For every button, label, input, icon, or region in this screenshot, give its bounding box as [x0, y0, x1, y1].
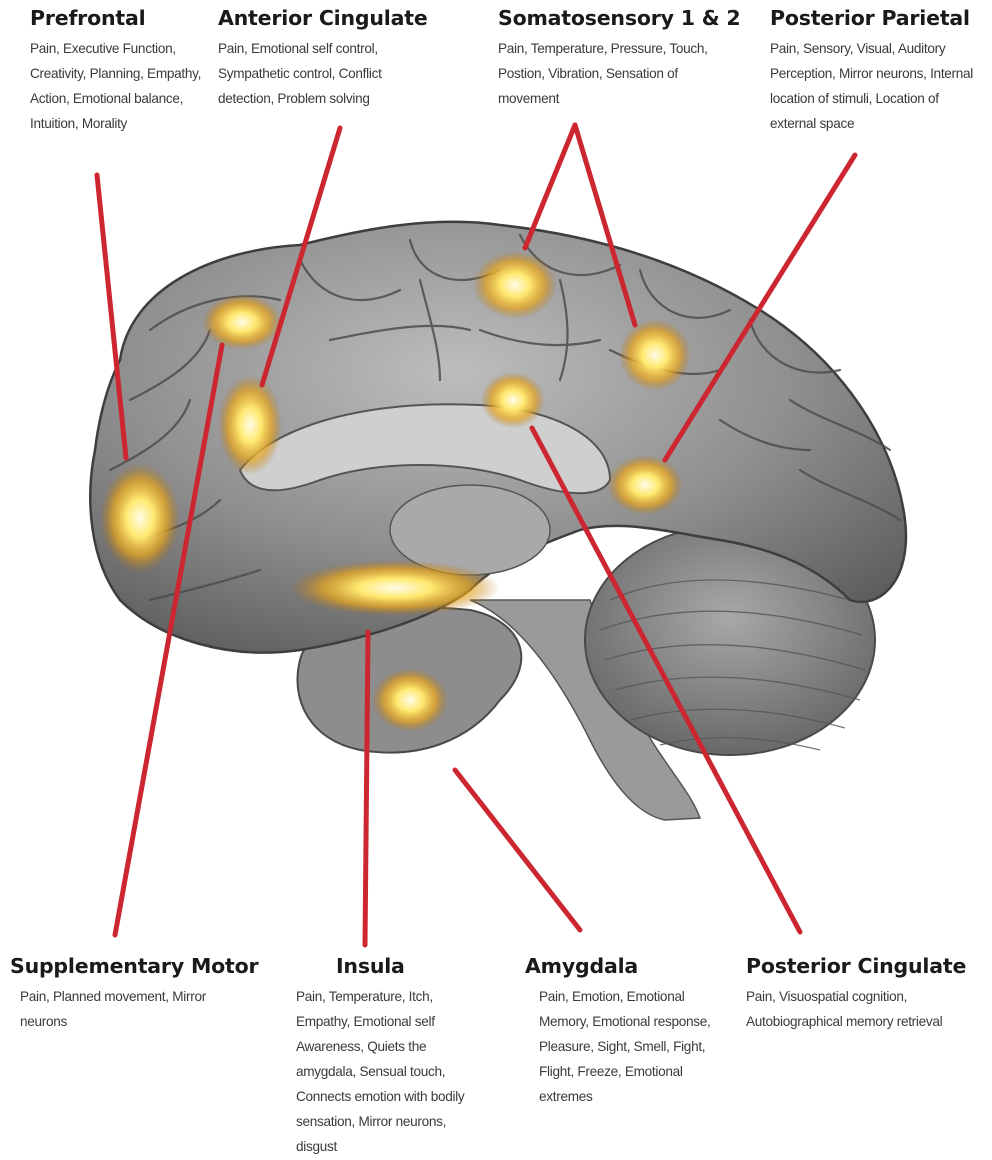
region-insula: Insula Pain, Temperature, Itch, Empathy,…	[290, 954, 480, 1159]
region-description: Pain, Executive Function, Creativity, Pl…	[30, 36, 210, 136]
region-description: Pain, Emotional self control, Sympatheti…	[218, 36, 430, 111]
region-posterior-parietal: Posterior Parietal Pain, Sensory, Visual…	[770, 6, 988, 136]
region-title: Supplementary Motor	[10, 954, 278, 978]
region-amygdala: Amygdala Pain, Emotion, Emotional Memory…	[525, 954, 730, 1109]
region-somatosensory: Somatosensory 1 & 2 Pain, Temperature, P…	[498, 6, 738, 111]
pointer-line-insula	[365, 632, 368, 945]
region-description: Pain, Temperature, Pressure, Touch, Post…	[498, 36, 713, 111]
region-title: Posterior Parietal	[770, 6, 988, 30]
region-description: Pain, Temperature, Itch, Empathy, Emotio…	[296, 984, 480, 1159]
region-title: Somatosensory 1 & 2	[498, 6, 738, 30]
region-title: Prefrontal	[30, 6, 210, 30]
region-title: Posterior Cingulate	[746, 954, 992, 978]
region-description: Pain, Emotion, Emotional Memory, Emotion…	[539, 984, 727, 1109]
pointer-line-amygdala	[455, 770, 580, 930]
region-posterior-cingulate: Posterior Cingulate Pain, Visuospatial c…	[746, 954, 992, 1034]
region-title: Amygdala	[525, 954, 730, 978]
region-title: Insula	[336, 954, 480, 978]
region-description: Pain, Sensory, Visual, Auditory Percepti…	[770, 36, 988, 136]
region-title: Anterior Cingulate	[218, 6, 430, 30]
region-prefrontal: Prefrontal Pain, Executive Function, Cre…	[30, 6, 210, 136]
pointer-line-somatosensory-a	[525, 125, 575, 248]
region-description: Pain, Planned movement, Mirror neurons	[20, 984, 210, 1034]
region-supplementary-motor: Supplementary Motor Pain, Planned moveme…	[10, 954, 278, 1034]
region-anterior-cingulate: Anterior Cingulate Pain, Emotional self …	[218, 6, 430, 111]
region-description: Pain, Visuospatial cognition, Autobiogra…	[746, 984, 986, 1034]
